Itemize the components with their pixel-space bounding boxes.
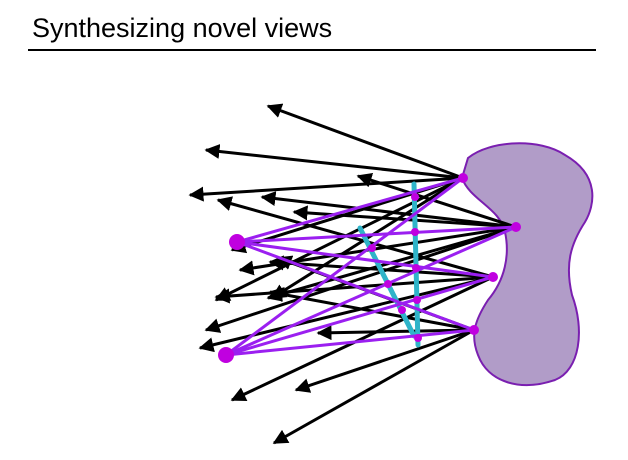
baseline-intersections <box>368 193 422 342</box>
slide-title: Synthesizing novel views <box>32 13 333 43</box>
ray <box>260 191 517 229</box>
point-marker <box>412 264 420 272</box>
point-marker <box>414 334 422 342</box>
novel-viewpoint <box>229 234 245 250</box>
ray <box>204 144 464 180</box>
ray <box>266 103 464 180</box>
title-divider <box>28 49 596 51</box>
point-marker <box>411 228 419 236</box>
point-marker <box>511 222 521 232</box>
ray <box>204 225 517 333</box>
ray <box>316 325 475 341</box>
point-marker <box>488 272 498 282</box>
ray <box>272 328 475 445</box>
point-marker <box>413 296 421 304</box>
ray <box>294 328 475 393</box>
ray <box>188 176 464 202</box>
scene-object <box>460 142 594 386</box>
point-marker <box>411 193 419 201</box>
point-marker <box>384 280 392 288</box>
ray <box>216 196 494 279</box>
novel-view-rays <box>225 176 517 357</box>
novel-viewpoint <box>218 347 234 363</box>
novel-viewpoints <box>218 234 245 363</box>
point-marker <box>368 244 376 252</box>
ray <box>356 173 517 229</box>
point-marker <box>469 325 479 335</box>
ray <box>214 176 464 302</box>
ray <box>230 275 494 402</box>
point-marker <box>398 306 406 314</box>
surface-points <box>458 173 521 335</box>
point-marker <box>458 173 468 183</box>
